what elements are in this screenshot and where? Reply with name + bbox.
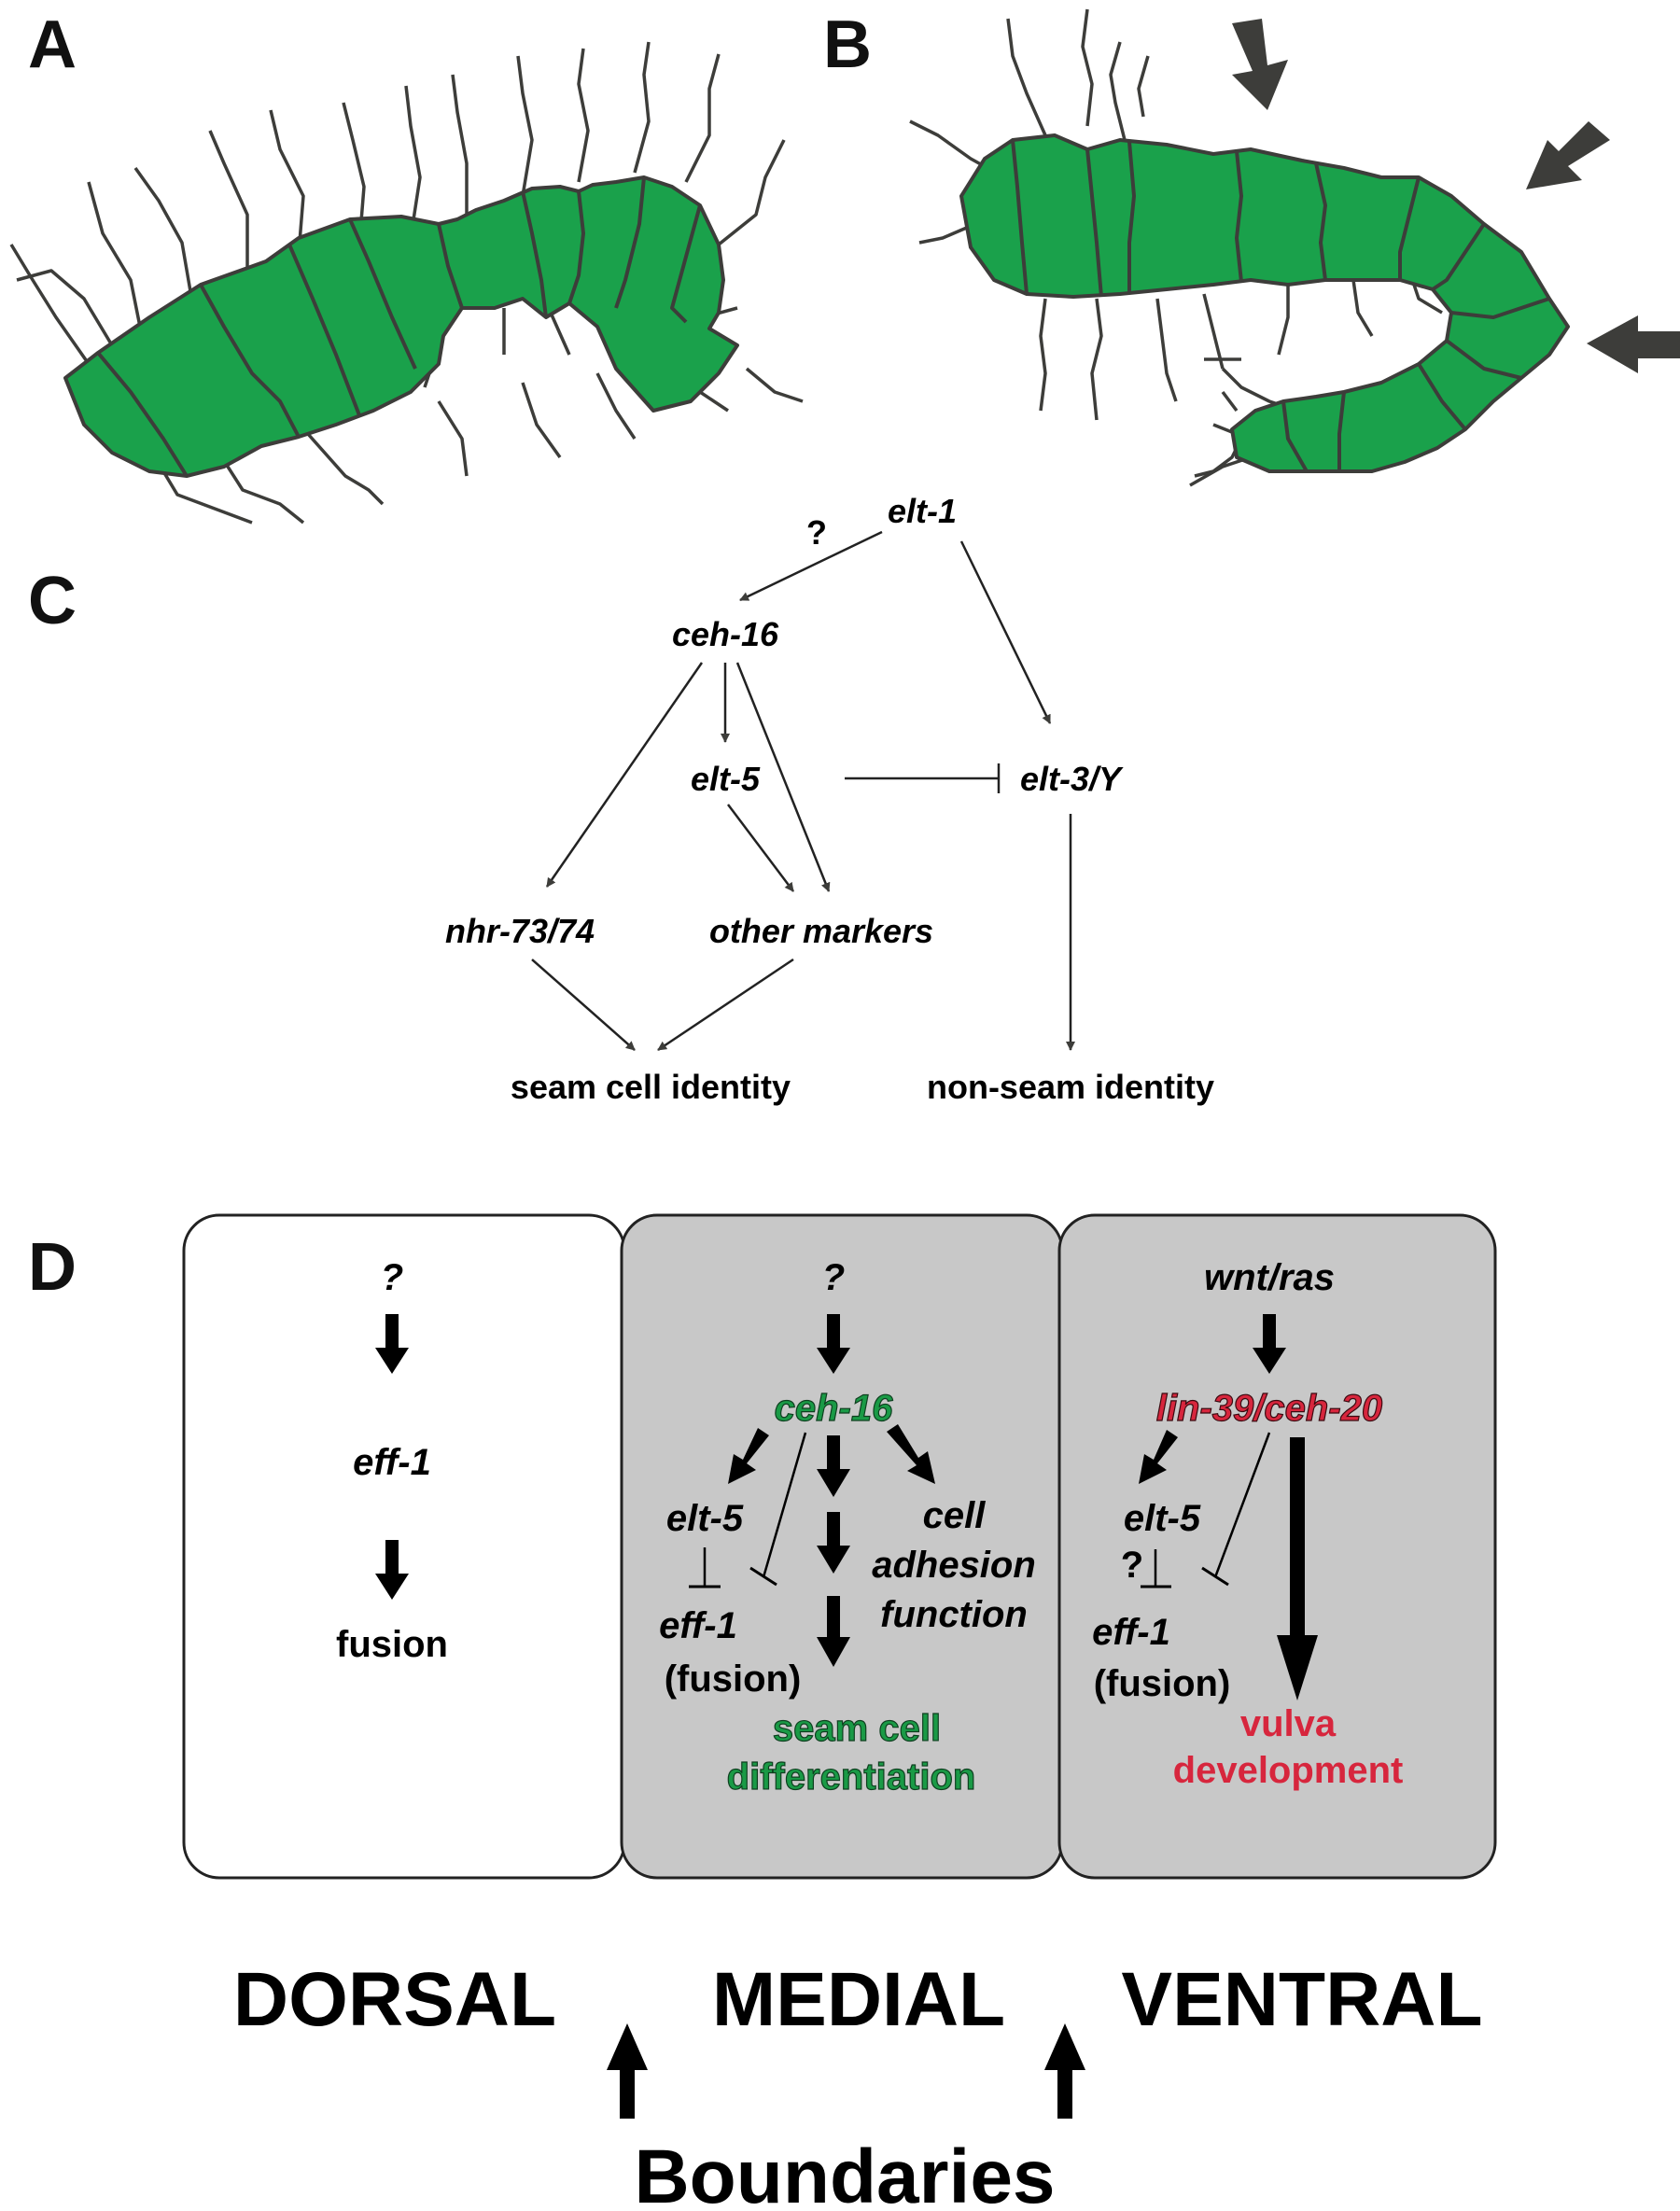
ventral-question: ?	[1121, 1545, 1143, 1586]
medial-arrow-to-elt5	[728, 1428, 769, 1484]
medial-arrow-center-1	[817, 1435, 850, 1497]
medial-arrow-center-2	[817, 1512, 850, 1574]
ventral-inhibit-bar	[1201, 1566, 1229, 1587]
medial-cell: cell	[923, 1495, 987, 1536]
edge-elt5-other	[727, 804, 794, 892]
panel-a-seam-diagram	[9, 41, 804, 525]
panel-b-cell-body	[959, 133, 1570, 473]
medial-fusion: (fusion)	[665, 1658, 802, 1700]
boundary-arrow-right	[1044, 2023, 1085, 2119]
dorsal-question: ?	[381, 1257, 403, 1298]
medial-arrow-top	[817, 1314, 850, 1374]
panel-b-arrow-right-upper	[1526, 121, 1610, 189]
panel-a-cell-boundaries	[96, 176, 702, 478]
medial-inhibit-line	[762, 1432, 807, 1578]
node-nhr: nhr-73/74	[445, 912, 595, 950]
node-other-markers: other markers	[709, 912, 933, 950]
ventral-arrow-vulva	[1277, 1437, 1318, 1700]
medial-question: ?	[822, 1257, 845, 1298]
ventral-fusion: (fusion)	[1094, 1663, 1231, 1704]
panel-c-network: elt-1 ? ceh-16 elt-5 elt-3/Y nhr-73/74 o…	[445, 492, 1214, 1106]
ventral-arrow-top	[1253, 1314, 1286, 1374]
dorsal-arrow-2	[375, 1540, 409, 1600]
node-question: ?	[806, 513, 827, 552]
panel-b-arrow-right-lower	[1587, 315, 1680, 373]
edge-elt1-elt3y	[959, 540, 1052, 724]
medial-differentiation: differentiation	[727, 1756, 976, 1798]
node-elt5: elt-5	[691, 760, 761, 798]
medial-seam-cell: seam cell	[773, 1708, 941, 1749]
dorsal-arrow-1	[375, 1314, 409, 1374]
medial-adhesion: adhesion	[872, 1545, 1036, 1586]
panel-a-cell-body	[63, 175, 739, 478]
ventral-arrow-to-elt5	[1139, 1430, 1178, 1484]
ventral-eff1: eff-1	[1092, 1612, 1170, 1653]
dorsal-box	[182, 1213, 626, 1880]
panel-b-cell-boundaries	[1011, 139, 1550, 472]
edge-ceh16-nhr	[545, 662, 704, 888]
ventral-development: development	[1173, 1750, 1404, 1791]
medial-inhibit-bar	[749, 1566, 777, 1587]
panel-b-seam-diagram	[909, 8, 1680, 487]
ventral-lin39-ceh20: lin-39/ceh-20	[1156, 1388, 1382, 1429]
node-elt3y: elt-3/Y	[1020, 760, 1124, 798]
medial-arrow-center-3	[817, 1596, 850, 1667]
boundary-arrow-left	[607, 2023, 648, 2119]
dorsal-fusion: fusion	[336, 1624, 448, 1665]
medial-arrow-to-adhesion	[887, 1424, 935, 1484]
panel-label-a: A	[28, 7, 77, 82]
region-ventral: VENTRAL	[1121, 1957, 1482, 2042]
ventral-vulva: vulva	[1240, 1703, 1337, 1744]
medial-elt5: elt-5	[666, 1498, 744, 1539]
node-nonseam-identity: non-seam identity	[927, 1068, 1214, 1106]
edge-nhr-seam	[531, 959, 636, 1051]
medial-function: function	[880, 1594, 1028, 1635]
panel-c-edges	[531, 530, 1075, 1052]
boundaries-label: Boundaries	[634, 2134, 1055, 2211]
edge-ceh16-other	[735, 662, 831, 892]
panel-label-c: C	[28, 564, 77, 638]
edge-other-seam	[657, 958, 794, 1052]
ventral-box	[1057, 1213, 1497, 1880]
region-dorsal: DORSAL	[233, 1957, 556, 2042]
dorsal-eff1: eff-1	[353, 1442, 431, 1483]
node-elt1: elt-1	[888, 492, 957, 530]
edge-elt1-ceh16	[739, 530, 883, 602]
node-ceh16: ceh-16	[672, 615, 779, 653]
ventral-inhibit-line	[1213, 1432, 1271, 1578]
region-medial: MEDIAL	[712, 1957, 1005, 2042]
medial-eff1: eff-1	[659, 1605, 737, 1646]
medial-ceh16: ceh-16	[775, 1388, 893, 1429]
panel-label-b: B	[823, 7, 872, 82]
ventral-wnt-ras: wnt/ras	[1204, 1257, 1335, 1298]
panel-b-arrow-top	[1232, 19, 1288, 110]
panel-label-d: D	[28, 1230, 77, 1305]
panel-d: ? eff-1 fusion ? ceh-16 elt-5 eff-1 (fus…	[182, 1213, 1497, 2211]
panel-b-arrows	[1232, 19, 1680, 373]
node-seam-identity: seam cell identity	[511, 1068, 791, 1106]
ventral-elt5: elt-5	[1124, 1498, 1201, 1539]
